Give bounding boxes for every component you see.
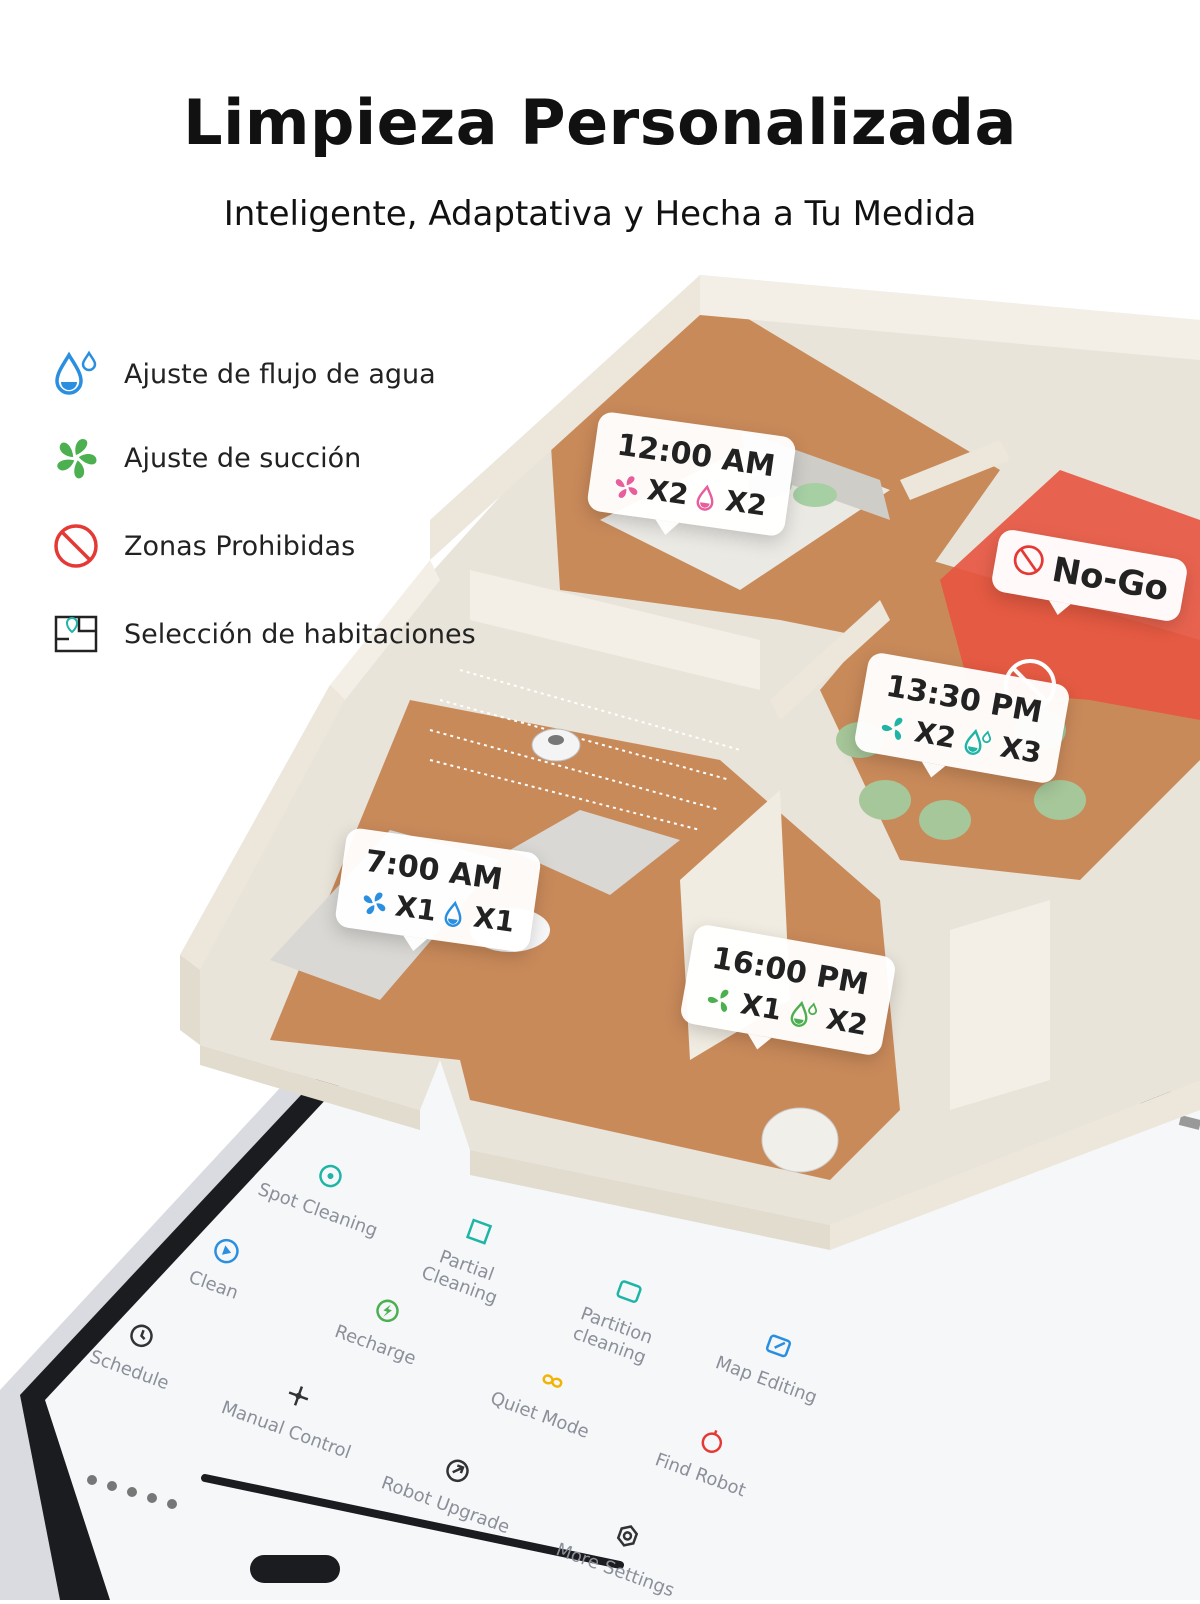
water-level: X1 [471,900,517,939]
schedule-bubble-living: 7:00 AM X1 X1 [333,826,543,954]
room-map-icon [50,608,102,660]
water-drop-icon [959,725,998,760]
partial-icon [425,1200,531,1267]
water-drop-icon [785,997,824,1032]
menu-schedule[interactable]: Schedule [87,1308,186,1394]
menu-spot-cleaning[interactable]: Spot Cleaning [255,1140,394,1242]
fan-icon [703,982,738,1017]
quiet-icon [497,1349,606,1417]
feature-room-selection: Selección de habitaciones [50,608,476,660]
feature-suction: Ajuste de succión [50,432,361,484]
spot-icon [264,1140,394,1216]
schedule-bubble-study: 16:00 PM X1 X2 [678,923,898,1057]
clock-icon [96,1308,186,1369]
fan-icon [50,432,102,484]
partition-icon [575,1260,681,1327]
water-drop-icon [692,481,722,514]
fan-icon [358,886,392,920]
fan-icon [610,470,644,504]
feature-label: Ajuste de flujo de agua [124,358,436,390]
schedule-bubble-dining: 13:30 PM X2 X3 [852,651,1072,785]
feature-label: Zonas Prohibidas [124,530,356,562]
water-level: X2 [723,484,769,523]
joystick-icon [228,1359,368,1438]
suction-level: X2 [645,473,691,512]
find-icon [661,1411,762,1476]
suction-level: X1 [738,987,785,1027]
menu-quiet-mode[interactable]: Quiet Mode [488,1349,606,1443]
schedule-bubble-bedroom: 12:00 AM X2 X2 [586,410,798,538]
menu-recharge[interactable]: Recharge [332,1282,433,1370]
fan-icon [877,710,912,745]
no-entry-icon [50,520,102,572]
no-go-bubble: No-Go [989,527,1190,624]
settings-icon [562,1501,691,1576]
water-level: X2 [823,1002,871,1043]
menu-find-robot[interactable]: Find Robot [652,1411,762,1501]
menu-map-editing[interactable]: Map Editing [713,1314,834,1408]
menu-more-settings[interactable]: More Settings [553,1501,691,1601]
water-drop-icon [50,348,102,400]
menu-clean[interactable]: Clean [186,1228,255,1304]
suction-level: X1 [393,889,439,928]
page-subtitle: Inteligente, Adaptativa y Hecha a Tu Med… [223,194,977,234]
feature-water-flow: Ajuste de flujo de agua [50,348,436,400]
no-go-label: No-Go [1049,549,1172,610]
menu-manual-control[interactable]: Manual Control [219,1359,368,1463]
feature-label: Selección de habitaciones [124,618,476,650]
water-level: X3 [997,730,1045,771]
menu-partition-cleaning[interactable]: Partition cleaning [559,1260,681,1372]
recharge-icon [341,1282,433,1344]
menu-partial-cleaning[interactable]: Partial Cleaning [409,1200,531,1312]
feature-no-go-zones: Zonas Prohibidas [50,520,355,572]
upgrade-icon [388,1434,527,1513]
page-title: Limpieza Personalizada [183,86,1017,159]
suction-level: X2 [912,715,959,755]
no-entry-icon [1007,541,1048,589]
water-drop-icon [440,897,470,930]
play-icon [195,1228,255,1278]
feature-label: Ajuste de succión [124,442,362,474]
map-edit-icon [722,1314,834,1383]
menu-robot-upgrade[interactable]: Robot Upgrade [378,1434,526,1538]
